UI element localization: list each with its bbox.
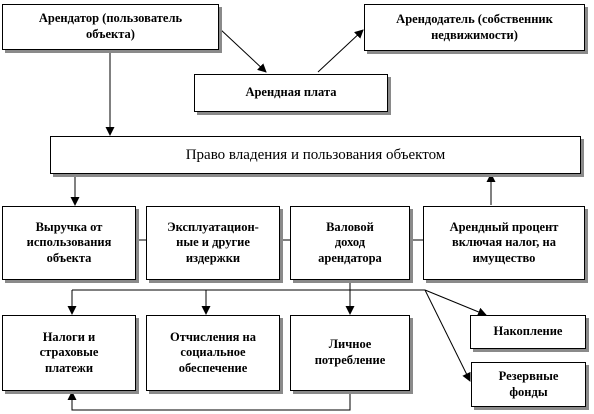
revenue-node: Выручка от использования объекта <box>2 206 136 280</box>
costs-node: Эксплуатацион- ные и другие издержки <box>146 206 280 280</box>
arrow-consumption-to-taxes <box>67 391 351 411</box>
personal-consumption-node: Личное потребление <box>290 315 410 391</box>
social-security-node: Отчисления на социальное обеспечение <box>146 315 280 391</box>
tenant-node: Арендатор (пользователь объекта) <box>2 4 219 50</box>
taxes-node: Налоги и страховые платежи <box>2 315 136 391</box>
rent-node: Арендная плата <box>194 74 388 112</box>
savings-node: Накопление <box>470 315 586 349</box>
arrow-tenant-to-rent <box>219 28 267 73</box>
rent-interest-node: Арендный процент включая налог, на имуще… <box>423 206 585 280</box>
arrow-rent-to-landlord <box>317 29 364 73</box>
arrow-to-savings <box>424 289 487 317</box>
landlord-node: Арендодатель (собственник недвижимости) <box>364 4 585 51</box>
reserve-funds-node: Резервные фонды <box>471 362 586 407</box>
gross-income-node: Валовой доход арендатора <box>290 206 410 280</box>
arrow-to-reserve <box>424 289 471 382</box>
right-of-ownership-node: Право владения и пользования объектом <box>50 136 581 174</box>
